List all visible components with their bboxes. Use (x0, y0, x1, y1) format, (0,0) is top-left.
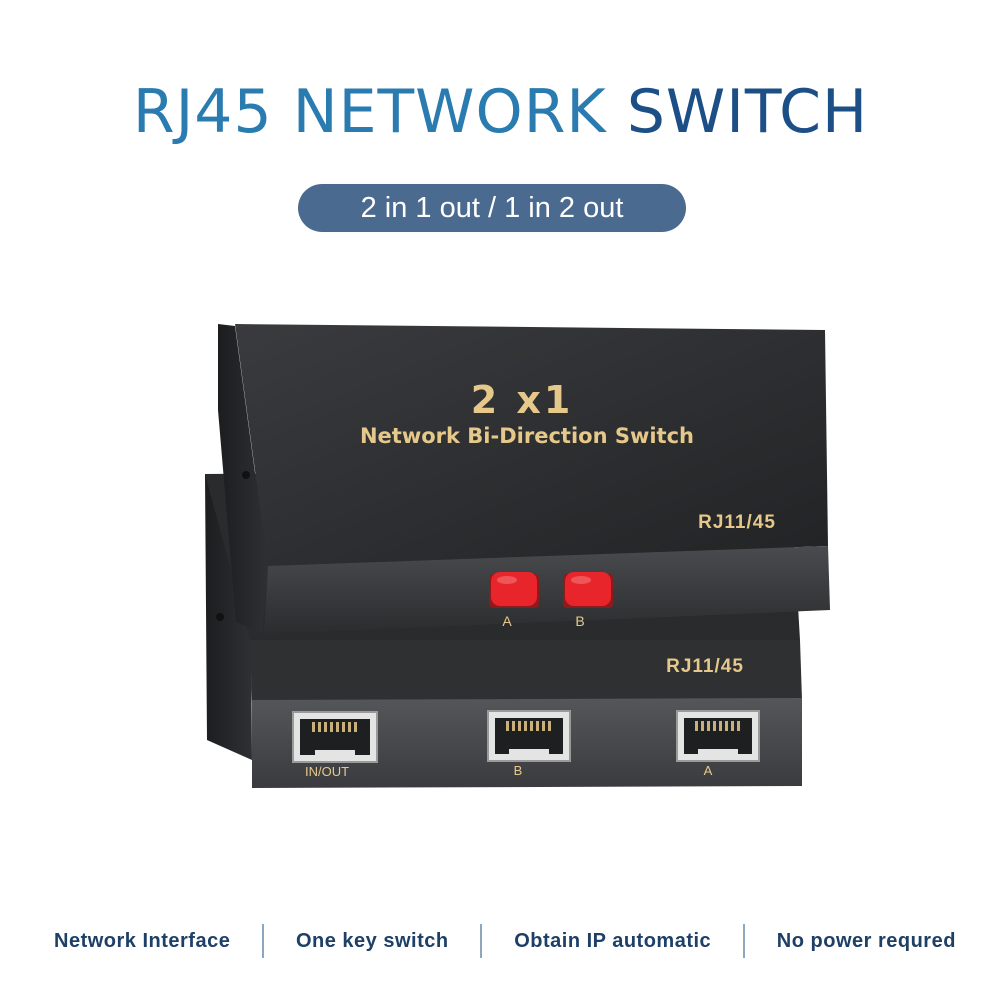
bottom-unit-front-top (250, 640, 802, 704)
subtitle-badge: 2 in 1 out / 1 in 2 out (298, 184, 686, 232)
rj45-port-a (676, 710, 760, 762)
select-button-a (489, 572, 539, 608)
top-unit-front (264, 546, 830, 634)
rj45-port-inout (292, 711, 378, 763)
button-b-label: B (575, 613, 584, 629)
button-a-label: A (502, 613, 512, 629)
divider (480, 924, 483, 958)
feature-obtain-ip: Obtain IP automatic (514, 929, 712, 952)
device-title-small: Network Bi-Direction Switch (360, 424, 694, 448)
feature-one-key-switch: One key switch (295, 929, 449, 952)
model-label-bottom: RJ11/45 (666, 656, 744, 677)
divider (742, 924, 745, 958)
feature-no-power: No power requred (776, 929, 956, 952)
port-a-label: A (704, 763, 713, 778)
screw-icon (216, 613, 224, 621)
top-unit-side (218, 324, 268, 634)
screw-icon (242, 471, 250, 479)
device-title-big: 2 x1 (471, 378, 574, 422)
feature-bar: Network Interface One key switch Obtain … (40, 916, 970, 966)
title-part-1: RJ45 NETWORK (132, 77, 627, 147)
port-b-label: B (514, 763, 523, 778)
feature-network-interface: Network Interface (54, 929, 231, 952)
rj45-port-b (487, 710, 571, 762)
divider (262, 924, 265, 958)
port-inout-label: IN/OUT (305, 764, 349, 779)
page-title: RJ45 NETWORK SWITCH (0, 72, 1001, 152)
model-label-top: RJ11/45 (698, 512, 776, 533)
top-unit (218, 324, 830, 634)
top-unit-top (235, 324, 828, 566)
select-button-b (563, 572, 613, 608)
title-part-2: SWITCH (626, 77, 869, 147)
